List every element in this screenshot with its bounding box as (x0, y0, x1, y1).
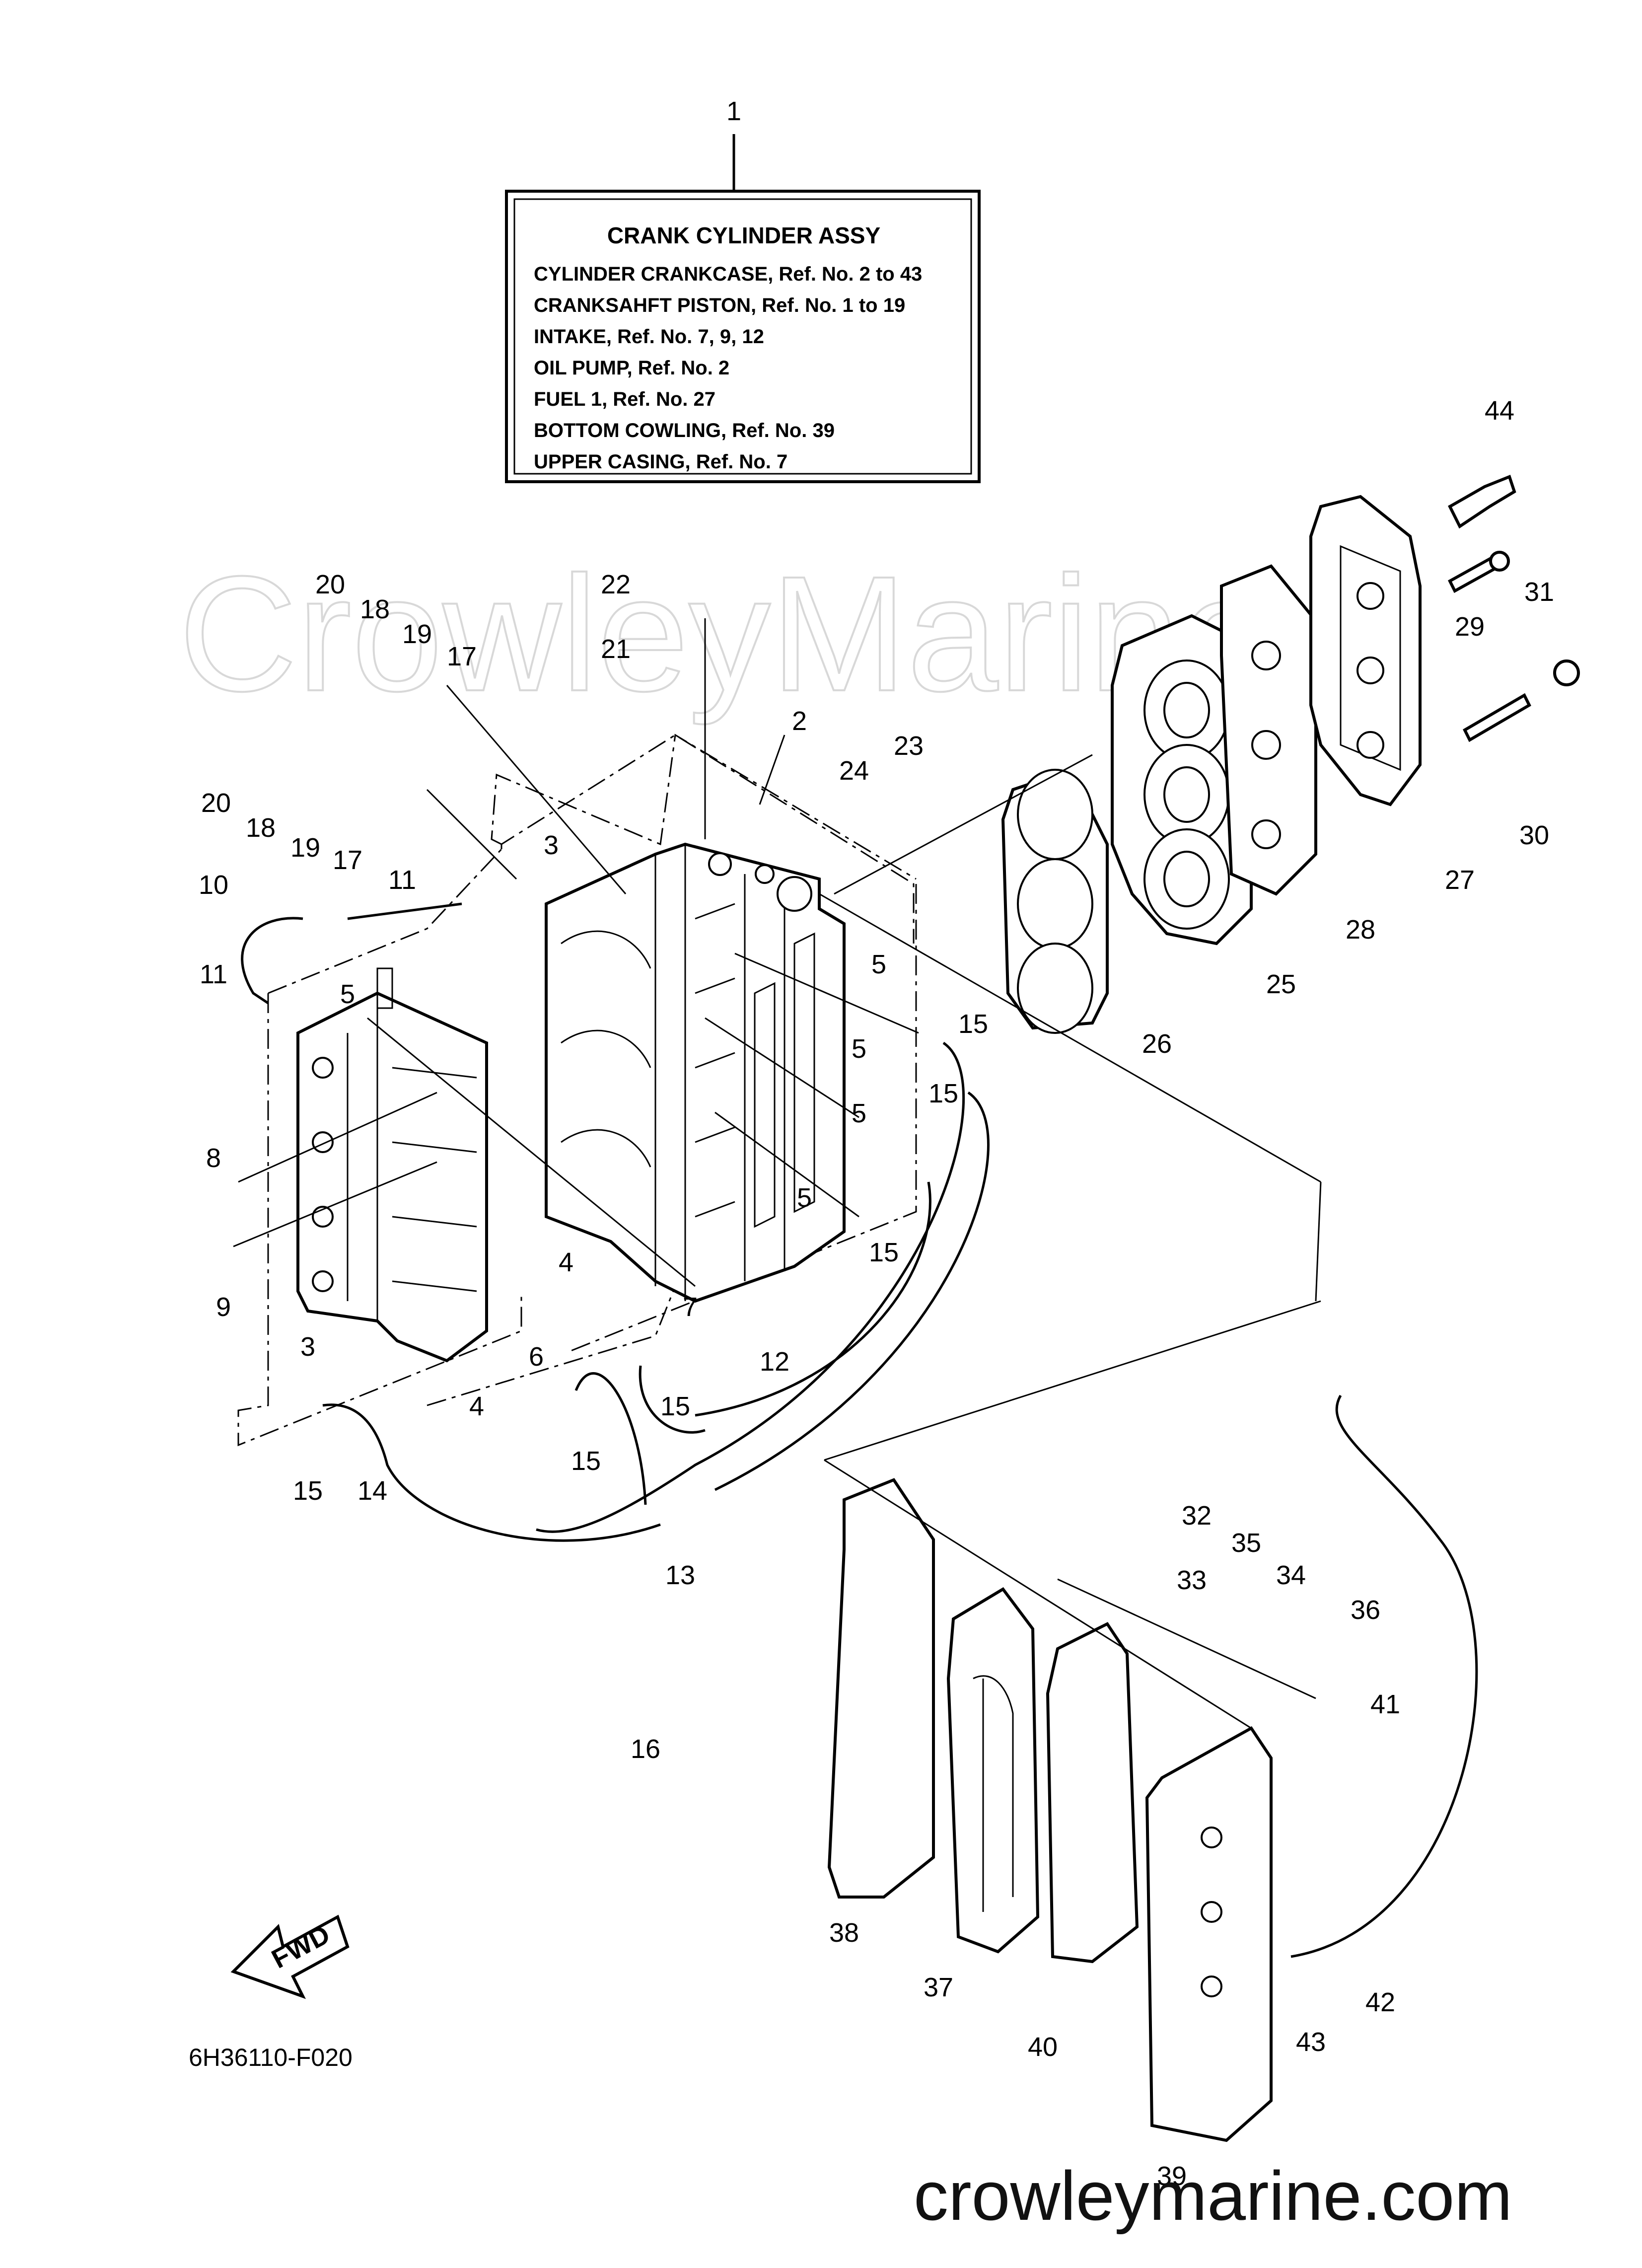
callout-28: 28 (1346, 915, 1375, 945)
callout-15: 15 (928, 1079, 958, 1108)
head-cover-gasket (1220, 564, 1317, 896)
callout-10: 10 (199, 870, 228, 900)
callout-44: 44 (1485, 396, 1514, 426)
callout-38: 38 (829, 1918, 859, 1948)
callout-5: 5 (340, 979, 355, 1009)
callout-4: 4 (469, 1391, 484, 1421)
part-callouts: 1 2 3 3 4 4 5 5 5 5 5 6 7 8 9 10 11 11 1… (199, 96, 1554, 2191)
callout-20: 20 (315, 570, 345, 599)
callout-34: 34 (1276, 1560, 1306, 1590)
callout-35: 35 (1231, 1528, 1261, 1558)
callout-1: 1 (726, 96, 741, 126)
callout-6: 6 (529, 1342, 544, 1372)
callout-40: 40 (1028, 2032, 1058, 2062)
legend-line-7: UPPER CASING, Ref. No. 7 (534, 451, 787, 473)
callout-23: 23 (894, 731, 924, 761)
callout-32: 32 (1182, 1501, 1212, 1531)
legend-line-6: BOTTOM COWLING, Ref. No. 39 (534, 420, 835, 441)
hoses (241, 902, 1478, 1958)
callout-18: 18 (246, 813, 276, 843)
callout-3: 3 (300, 1332, 315, 1362)
callout-11: 11 (200, 959, 227, 989)
callout-27: 27 (1445, 865, 1475, 895)
callout-7: 7 (683, 1292, 698, 1322)
legend-line-1: CYLINDER CRANKCASE, Ref. No. 2 to 43 (534, 263, 922, 285)
callout-13: 13 (665, 1560, 695, 1590)
callout-9: 9 (216, 1292, 231, 1322)
callout-17: 17 (447, 642, 477, 671)
callout-15: 15 (571, 1446, 601, 1476)
legend-line-5: FUEL 1, Ref. No. 27 (534, 388, 715, 410)
legend-line-2: CRANKSAHFT PISTON, Ref. No. 1 to 19 (534, 294, 905, 316)
callout-29: 29 (1455, 612, 1485, 642)
callout-5: 5 (852, 1098, 866, 1128)
legend-line-4: OIL PUMP, Ref. No. 2 (534, 357, 729, 379)
fwd-arrow-icon: FWD (230, 1914, 350, 1999)
callout-8: 8 (206, 1143, 221, 1173)
callout-17: 17 (333, 845, 362, 875)
head-gasket (1001, 769, 1109, 1034)
callout-30: 30 (1519, 820, 1549, 850)
callout-2: 2 (792, 706, 807, 736)
callout-20: 20 (201, 788, 231, 818)
legend-line-3: INTAKE, Ref. No. 7, 9, 12 (534, 326, 764, 348)
callout-5: 5 (797, 1183, 812, 1213)
crankcase-half (296, 967, 488, 1363)
callout-36: 36 (1351, 1595, 1380, 1625)
callout-15: 15 (869, 1238, 899, 1267)
callout-33: 33 (1177, 1565, 1207, 1595)
callout-11: 11 (388, 865, 416, 895)
head-hardware (1448, 475, 1580, 742)
callout-15: 15 (293, 1476, 323, 1506)
callout-37: 37 (924, 1973, 953, 2002)
callout-5: 5 (871, 950, 886, 979)
watermark-text: CrowleyMarine (179, 542, 1272, 726)
callout-18: 18 (360, 594, 390, 624)
callout-39: 39 (1157, 2161, 1187, 2191)
callout-31: 31 (1524, 577, 1554, 607)
callout-24: 24 (839, 756, 869, 786)
callout-15: 15 (958, 1009, 988, 1039)
brand-footer: crowleymarine.com (914, 2157, 1512, 2235)
callout-12: 12 (760, 1347, 789, 1377)
legend-box: CRANK CYLINDER ASSY CYLINDER CRANKCASE, … (505, 134, 981, 483)
cylinder-crankcase (545, 842, 846, 1303)
callout-4: 4 (559, 1247, 573, 1277)
callout-26: 26 (1142, 1029, 1172, 1059)
callout-41: 41 (1370, 1689, 1400, 1719)
callout-21: 21 (601, 634, 631, 664)
callout-25: 25 (1266, 969, 1296, 999)
callout-43: 43 (1296, 2027, 1326, 2057)
legend-title: CRANK CYLINDER ASSY (607, 222, 880, 248)
callout-22: 22 (601, 570, 631, 599)
callout-3: 3 (544, 830, 559, 860)
callout-19: 19 (402, 619, 432, 649)
intake-plates (827, 1478, 1273, 2142)
callout-16: 16 (631, 1734, 660, 1764)
callout-5: 5 (852, 1034, 866, 1064)
head-cover (1309, 495, 1422, 806)
callout-14: 14 (357, 1476, 387, 1506)
callout-42: 42 (1365, 1987, 1395, 2017)
leader-lines (233, 618, 1322, 1729)
callout-15: 15 (660, 1391, 690, 1421)
diagram-code: 6H36110-F020 (189, 2044, 353, 2071)
callout-19: 19 (290, 833, 320, 863)
